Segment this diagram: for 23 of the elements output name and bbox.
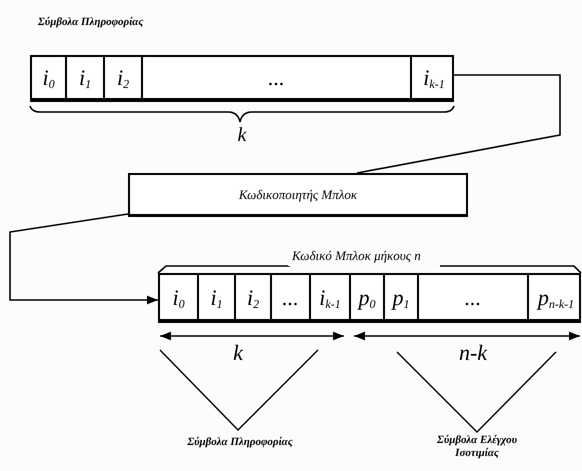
symbol-cell: i$_{0}$ — [32, 57, 67, 98]
symbol-cell: ... — [272, 275, 311, 319]
connector-arrow — [9, 213, 158, 304]
symbol-cell: i$_{k-1}$ — [412, 57, 456, 98]
text-label: k — [232, 339, 244, 367]
text-label: Σύμβολα Πληροφορίας — [38, 15, 144, 30]
symbol-block — [30, 55, 454, 102]
symbol-cell: i$_{k-1}$ — [311, 275, 351, 319]
symbol-cell: i$_{1}$ — [199, 275, 236, 319]
symbol-cell: ... — [419, 275, 529, 319]
encoder-box: Κωδικοποιητής Μπλοκ — [128, 173, 468, 217]
symbol-cell: p$_{1}$ — [385, 275, 419, 319]
text-label: k — [236, 123, 248, 148]
symbol-cell: p$_{0}$ — [351, 275, 385, 319]
symbol-cell: i$_{0}$ — [160, 275, 199, 319]
symbol-cell: i$_{1}$ — [67, 57, 105, 98]
text-label: Σύμβολα Ελέγχου Ισοτιμίας — [436, 434, 518, 460]
symbol-cell: i$_{2}$ — [105, 57, 143, 98]
symbol-cell: ... — [143, 57, 412, 98]
symbol-cell: p$_{n-k-1}$ — [529, 275, 582, 319]
symbol-cell: i$_{2}$ — [236, 275, 272, 319]
text-label: n-k — [458, 339, 488, 367]
text-label: Σύμβολα Πληροφορίας — [186, 435, 294, 450]
